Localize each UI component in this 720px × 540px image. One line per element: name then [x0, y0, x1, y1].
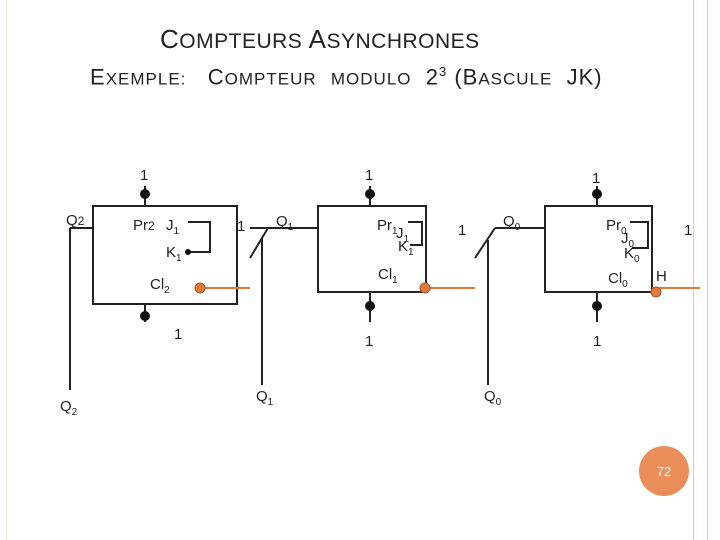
ff1-j-label: J1: [396, 225, 410, 245]
page-number: 72: [656, 463, 672, 479]
clock-input-label: H: [656, 268, 667, 285]
preset-0-value: 1: [592, 170, 601, 187]
ff2-clear-label: Cl2: [150, 276, 170, 296]
flipflop-1-box: [317, 205, 427, 293]
ff2-k-label: K1: [166, 244, 182, 264]
preset-1-value: 1: [365, 167, 374, 184]
q2-top-label: Q2: [66, 212, 85, 229]
page-number-badge: 72: [639, 446, 689, 496]
q0-top-label: Q0: [503, 213, 521, 233]
ff0-jk-value: 1: [458, 222, 467, 239]
q2-output-label: Q2: [60, 398, 78, 418]
ff0-jk-value-right: 1: [684, 222, 693, 239]
ff0-k-label: K0: [624, 245, 640, 265]
slide-title: COMPTEURS ASYNCHRONES: [160, 24, 480, 54]
ff1-preset-label: Pr1: [377, 217, 398, 237]
ff0-preset-label: Pr0: [606, 217, 627, 237]
ff2-preset-label: Pr2: [133, 217, 155, 234]
ff1-jk-value: 1: [237, 218, 246, 235]
frame-left-line: [6, 0, 7, 540]
ff2-j-label: J1: [166, 217, 180, 237]
clear-2-value: 1: [174, 326, 183, 343]
q0-output-label: Q0: [484, 388, 502, 408]
ff1-clear-label: Cl1: [378, 266, 398, 286]
ff0-clear-label: Cl0: [608, 270, 628, 290]
clear-0-value: 1: [593, 333, 602, 350]
ff1-k-label: K1: [398, 238, 414, 258]
preset-2-value: 1: [140, 167, 149, 184]
frame-right-band: [693, 0, 708, 540]
slide-subtitle: EXEMPLE: COMPTEUR MODULO 23 (BASCULE JK): [90, 64, 603, 90]
flipflop-2-box: [92, 205, 238, 305]
ff0-j-label: J0: [621, 230, 635, 250]
clear-1-value: 1: [365, 333, 374, 350]
q1-output-label: Q1: [256, 388, 274, 408]
flipflop-0-box: [544, 205, 653, 293]
q1-top-label: Q1: [276, 213, 294, 233]
